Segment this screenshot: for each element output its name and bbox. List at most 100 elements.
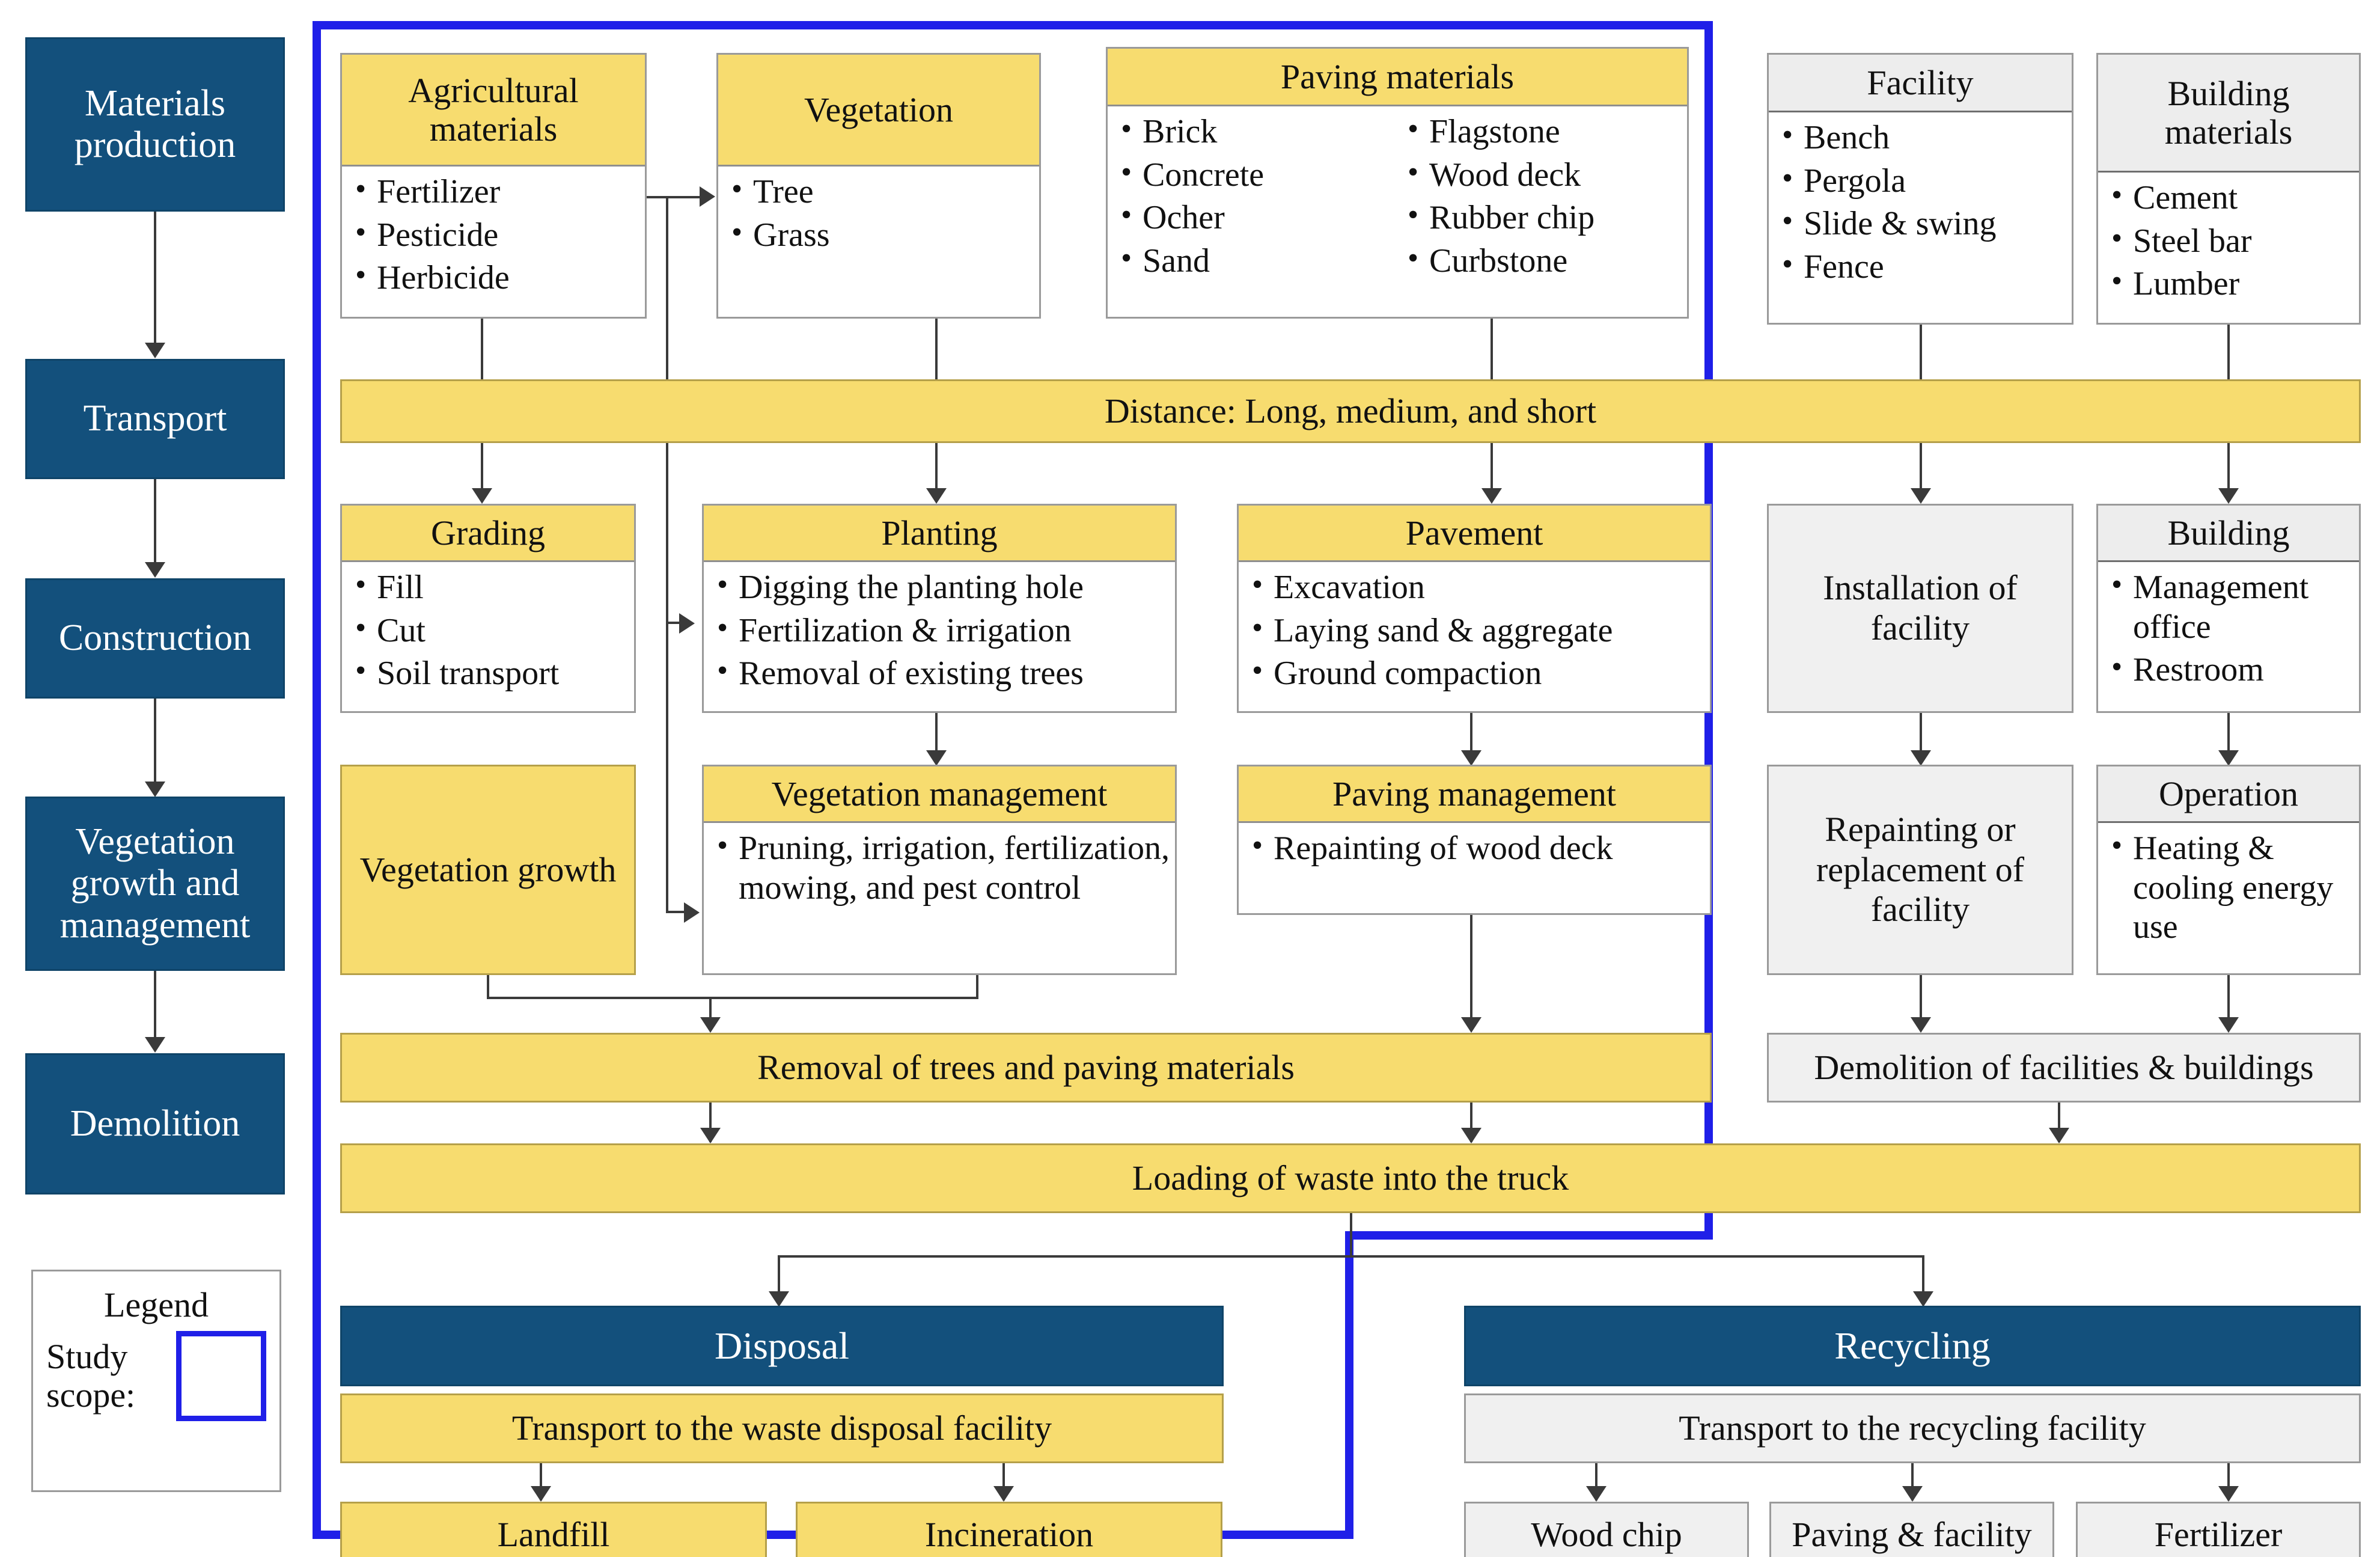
list-item: Rubber chip [1403,197,1683,238]
list-item: Fill [350,567,630,608]
list-item: Restroom [2107,649,2355,690]
list-item: Pesticide [350,215,641,255]
card-label: Wood chip [1531,1515,1682,1555]
arrow-pavingmanagement-to-removal [1461,1017,1481,1033]
connector-loading-split [778,1255,1924,1258]
connector-removal-to-loading-1 [709,1103,712,1142]
card-installation-of-facility[interactable]: Installation of facility [1767,504,2073,713]
connector-stage-3-4 [154,699,156,795]
list-item: Fence [1777,246,2068,287]
card-body: Digging the planting hole Fertilization … [704,562,1175,702]
bar-transport-to-recycling[interactable]: Transport to the recycling facility [1464,1393,2361,1463]
arrow-stage-1-2 [145,343,165,358]
card-landfill[interactable]: Landfill [340,1502,767,1557]
list-item: Ocher [1116,197,1397,238]
list-item: Flagstone [1403,111,1683,152]
card-title: Vegetation management [704,766,1175,823]
bar-label: Transport to the recycling facility [1679,1409,2146,1448]
item-list: Tree Grass [727,171,1036,255]
card-repainting-facility[interactable]: Repainting or replacement of facility [1767,765,2073,975]
connector-split-to-disposal [778,1255,780,1303]
connector-agri-drop [666,196,668,379]
card-title: Installation of facility [1823,568,2018,647]
card-paving-and-facility[interactable]: Paving & facility [1769,1502,2054,1557]
card-body: Brick Concrete Ocher Sand Flagstone Wood… [1108,106,1687,290]
stage-label: Materials production [74,82,236,165]
card-wood-chip[interactable]: Wood chip [1464,1502,1749,1557]
card-recycling[interactable]: Recycling [1464,1306,2361,1386]
connector-recycling-to-woodchip [1595,1463,1597,1500]
stage-materials-production[interactable]: Materials production [25,37,285,212]
card-paving-management[interactable]: Paving management Repainting of wood dec… [1237,765,1712,915]
connector-veggrowth-down [487,975,489,998]
item-list: Heating & cooling energy use [2107,828,2355,947]
connector-buildingmat-to-distance [2227,325,2230,379]
arrow-stage-4-5 [145,1037,165,1053]
item-list: Fertilizer Pesticide Herbicide [350,171,641,298]
connector-pavingmanagement-to-removal [1470,915,1472,1023]
card-building[interactable]: Building Management office Restroom [2096,504,2361,713]
bar-transport-to-waste-disposal[interactable]: Transport to the waste disposal facility [340,1393,1224,1463]
connector-vegetation-to-distance [935,319,938,379]
arrow-pavement-to-pavingmanagement [1461,750,1481,766]
bar-demolition-facilities-buildings[interactable]: Demolition of facilities & buildings [1767,1033,2361,1103]
connector-distance-to-planting [935,443,938,500]
card-vegetation[interactable]: Vegetation Tree Grass [716,53,1041,319]
connector-repainting-to-demolition [1920,975,1922,1029]
card-label: Landfill [497,1515,610,1555]
connector-distance-to-building [2227,443,2230,500]
connector-demolition-to-loading [2058,1103,2060,1142]
bar-label: Removal of trees and paving materials [757,1048,1295,1087]
card-body: Repainting of wood deck [1239,823,1710,877]
stage-construction[interactable]: Construction [25,578,285,699]
list-item: Removal of existing trees [712,653,1171,694]
arrow-stage-2-3 [145,562,165,578]
stage-transport[interactable]: Transport [25,359,285,479]
connector-operation-to-demolition [2227,975,2230,1029]
transport-distance-bar[interactable]: Distance: Long, medium, and short [340,379,2361,443]
arrow-stage-3-4 [145,782,165,797]
card-agricultural-materials[interactable]: Agricultural materials Fertilizer Pestic… [340,53,647,319]
list-item: Repainting of wood deck [1247,828,1706,869]
card-title: Grading [342,506,634,562]
bar-removal-of-trees-and-paving[interactable]: Removal of trees and paving materials [340,1033,1712,1103]
card-operation[interactable]: Operation Heating & cooling energy use [2096,765,2361,975]
connector-disposal-to-incineration [1002,1463,1005,1500]
card-building-materials[interactable]: Building materials Cement Steel bar Lumb… [2096,53,2361,325]
card-grading[interactable]: Grading Fill Cut Soil transport [340,504,636,713]
card-planting[interactable]: Planting Digging the planting hole Ferti… [702,504,1177,713]
bar-loading-of-waste[interactable]: Loading of waste into the truck [340,1143,2361,1213]
stage-vegetation-growth-management[interactable]: Vegetation growth and management [25,797,285,971]
card-paving-materials[interactable]: Paving materials Brick Concrete Ocher Sa… [1106,47,1689,319]
card-facility[interactable]: Facility Bench Pergola Slide & swing Fen… [1767,53,2073,325]
stage-demolition[interactable]: Demolition [25,1053,285,1195]
item-list: Bench Pergola Slide & swing Fence [1777,117,2068,287]
card-pavement[interactable]: Pavement Excavation Laying sand & aggreg… [1237,504,1712,713]
card-body: Excavation Laying sand & aggregate Groun… [1239,562,1710,702]
connector-removal-to-loading-2 [1470,1103,1472,1142]
connector-paving-to-distance [1491,319,1493,379]
list-item: Excavation [1247,567,1706,608]
card-vegetation-growth[interactable]: Vegetation growth [340,765,636,975]
list-item: Heating & cooling energy use [2107,828,2355,947]
card-incineration[interactable]: Incineration [796,1502,1222,1557]
card-vegetation-management[interactable]: Vegetation management Pruning, irrigatio… [702,765,1177,975]
list-item: Lumber [2107,263,2355,304]
card-disposal[interactable]: Disposal [340,1306,1224,1386]
bar-label: Transport to the waste disposal facility [511,1409,1052,1448]
list-item: Pruning, irrigation, fertilization, mowi… [712,828,1171,908]
list-item: Herbicide [350,257,641,298]
card-label: Incineration [924,1515,1094,1555]
list-item: Bench [1777,117,2068,158]
card-body: Fill Cut Soil transport [342,562,634,702]
list-item: Laying sand & aggregate [1247,610,1706,651]
list-item: Sand [1116,240,1397,281]
card-title: Recycling [1834,1324,1991,1368]
list-item: Fertilization & irrigation [712,610,1171,651]
connector-distance-to-installation [1920,443,1922,500]
connector-pavement-to-pavingmanagement [1470,713,1472,761]
card-title: Vegetation growth [359,849,617,889]
card-fertilizer[interactable]: Fertilizer [2076,1502,2361,1557]
arrow-merge-to-removal [700,1017,721,1033]
card-title: Operation [2098,766,2359,823]
